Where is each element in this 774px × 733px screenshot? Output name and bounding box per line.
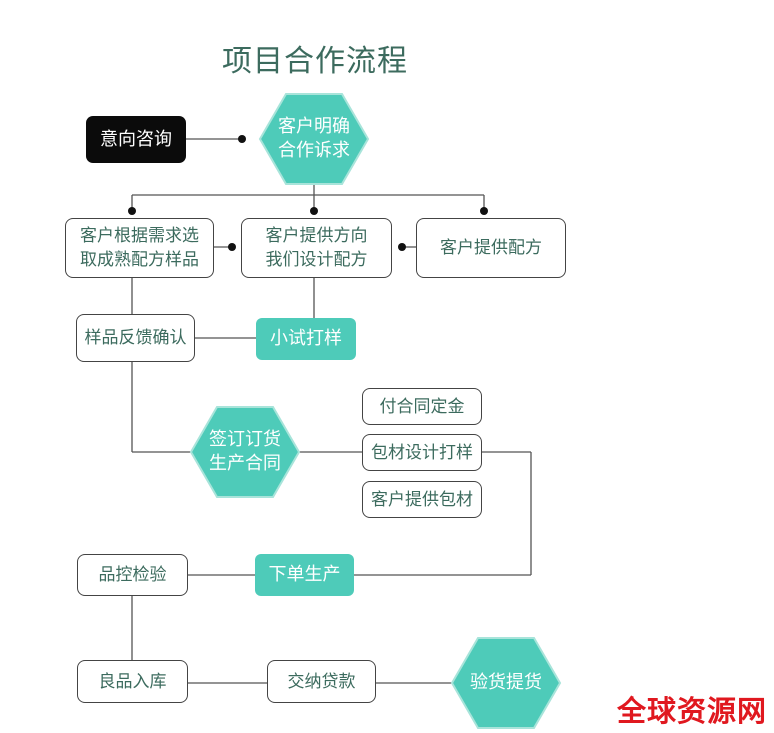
hexagon-shape — [189, 406, 301, 498]
node-label: 客户提供配方 — [440, 238, 542, 258]
node-label: 品控检验 — [98, 565, 167, 585]
node-delivery: 验货提货 — [450, 636, 562, 730]
node-label: 签订订货 生产合同 — [209, 429, 281, 474]
node-sign-contract: 签订订货 生产合同 — [189, 405, 301, 499]
page-title: 项目合作流程 — [222, 44, 408, 79]
node-select-sample: 客户根据需求选 取成熟配方样品 — [65, 218, 214, 278]
node-label: 意向咨询 — [100, 128, 172, 150]
connector-dot — [398, 243, 406, 251]
node-label: 包材设计打样 — [371, 442, 473, 463]
connector-dot — [310, 207, 318, 215]
node-label: 交纳贷款 — [287, 671, 356, 692]
node-label: 客户提供包材 — [371, 489, 473, 510]
hexagon-shape — [258, 93, 370, 185]
connector-dot — [228, 243, 236, 251]
node-clarify-needs: 客户明确 合作诉求 — [258, 92, 370, 186]
watermark: 全球资源网 — [617, 694, 768, 728]
node-inquiry: 意向咨询 — [86, 116, 186, 163]
node-payment: 交纳贷款 — [267, 660, 376, 703]
node-label: 客户根据需求选 取成熟配方样品 — [80, 226, 199, 270]
connector-dot — [238, 135, 246, 143]
node-label: 良品入库 — [98, 671, 167, 692]
node-client-formula: 客户提供配方 — [416, 218, 566, 278]
node-label: 付合同定金 — [379, 396, 465, 417]
node-warehousing: 良品入库 — [77, 660, 188, 703]
connector-dot — [128, 207, 136, 215]
node-quality-control: 品控检验 — [77, 554, 188, 596]
node-label: 客户明确 合作诉求 — [278, 116, 350, 161]
node-label: 小试打样 — [270, 328, 342, 349]
node-packaging-design: 包材设计打样 — [362, 434, 482, 471]
node-trial-sample: 小试打样 — [256, 318, 356, 360]
node-label: 样品反馈确认 — [84, 328, 187, 348]
node-deposit: 付合同定金 — [362, 388, 482, 425]
node-design-formula: 客户提供方向 我们设计配方 — [241, 218, 392, 278]
hexagon-shape — [450, 637, 562, 729]
node-label: 下单生产 — [268, 564, 341, 585]
node-place-order: 下单生产 — [255, 554, 354, 596]
connector-dot — [480, 207, 488, 215]
node-label: 验货提货 — [470, 672, 542, 693]
node-label: 客户提供方向 我们设计配方 — [265, 226, 368, 270]
node-sample-feedback: 样品反馈确认 — [76, 314, 195, 362]
node-client-packaging: 客户提供包材 — [362, 481, 482, 518]
